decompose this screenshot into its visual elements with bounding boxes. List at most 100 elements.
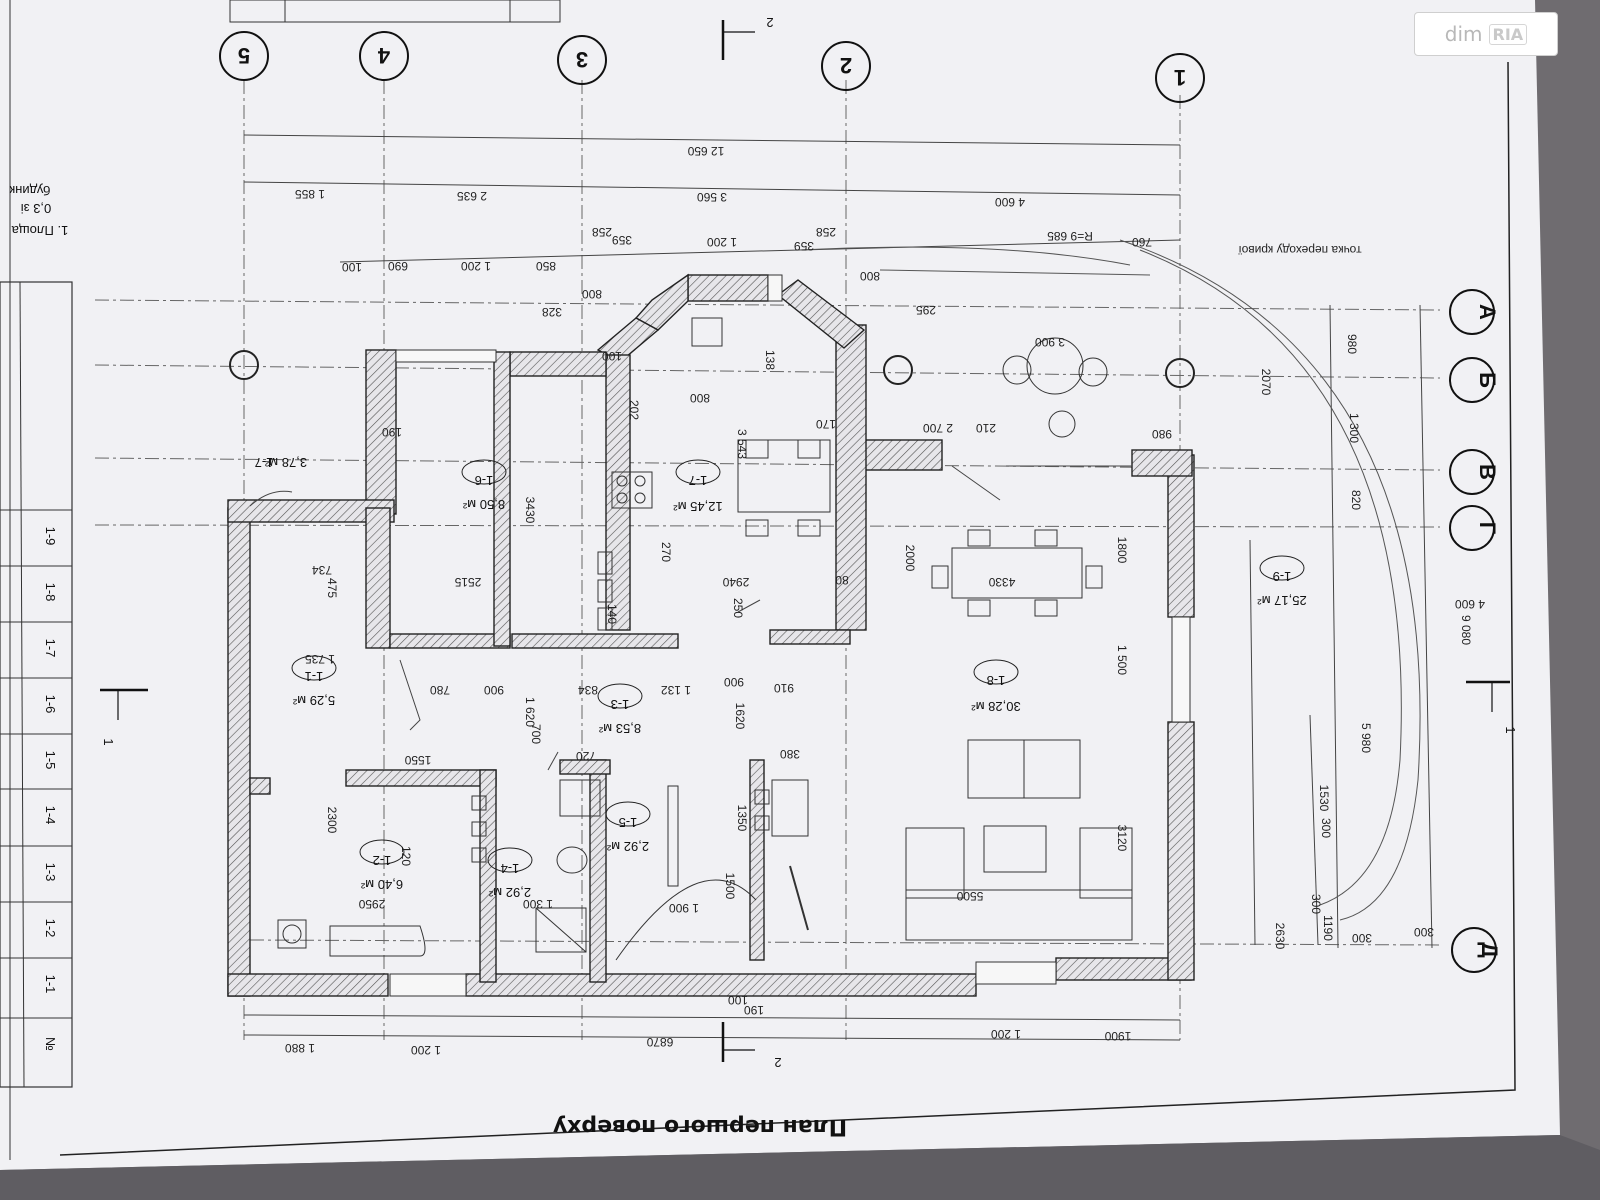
furniture	[277, 317, 1133, 961]
inner-dimension: 210	[976, 421, 996, 435]
room-number: 1-5	[619, 815, 638, 830]
axis-bubble-number	[821, 41, 871, 91]
top-dimension: 328	[542, 305, 562, 319]
section-mark-label: 2	[774, 1055, 781, 1070]
right-dimension: 2630	[1273, 923, 1287, 950]
inner-dimension: 734	[312, 563, 332, 577]
plan-title: План першого поверху	[553, 1114, 847, 1139]
section-mark-label: 1	[1503, 726, 1518, 733]
right-dimension: 300	[1414, 925, 1434, 939]
top-dimension: 1 855	[295, 187, 325, 201]
room-area: 8,50 м²	[462, 497, 505, 512]
axis-bubble-number	[219, 31, 269, 81]
top-dimension: 100	[342, 260, 362, 274]
right-dimension: 1 300	[1347, 413, 1361, 443]
right-dimension: 1190	[1321, 915, 1335, 941]
axis-bubble-letter	[1449, 357, 1495, 403]
bottom-dimension: 1 880	[285, 1041, 315, 1055]
axis-bubble-letter	[1449, 505, 1495, 551]
inner-dimension: 1 900	[669, 901, 699, 915]
right-dimension: 980	[1345, 334, 1359, 354]
inner-dimension: 1 735	[305, 652, 335, 666]
axis-letter-label: А	[1475, 304, 1500, 320]
axis-bubble-number	[557, 35, 607, 85]
room-tag	[973, 659, 1019, 685]
inner-dimension: 2940	[722, 575, 749, 589]
inner-dimension: 250	[731, 598, 745, 618]
bottom-dimension: 6870	[646, 1035, 673, 1049]
left-note-line: 1. Площа	[11, 223, 68, 238]
inner-dimension: 800	[690, 391, 710, 405]
inner-dimension: 170	[816, 417, 836, 431]
table-surface	[0, 1135, 1600, 1200]
table-row-id: 1-1	[43, 975, 58, 994]
right-dimension: 300	[1319, 818, 1333, 838]
room-area: 2,92 м²	[488, 885, 531, 900]
inner-dimension: 2000	[903, 545, 917, 572]
top-dimension: 690	[388, 259, 408, 273]
room-number: 1-8	[987, 673, 1006, 688]
section-mark-label: 1	[101, 738, 116, 745]
table-row-id: 1-4	[43, 806, 58, 825]
axis-letter-label: Б	[1475, 372, 1500, 388]
inner-dimension: 140	[605, 604, 619, 624]
axis-number-label: 1	[1174, 65, 1186, 90]
inner-dimension: 1800	[1115, 537, 1129, 564]
axis-number-label: 4	[377, 43, 390, 68]
watermark-badge: RIA	[1488, 23, 1528, 45]
axis-letter-label: В	[1475, 464, 1500, 480]
room-tag	[359, 839, 405, 865]
walls	[227, 273, 1195, 997]
inner-dimension: 780	[430, 683, 450, 697]
inner-dimension: 475	[325, 578, 339, 598]
room-tag	[1259, 555, 1305, 581]
room-tag	[461, 459, 507, 485]
bottom-dimension: 1 200	[411, 1043, 441, 1057]
room-tag	[597, 683, 643, 709]
axis-bubble-letter	[1449, 449, 1495, 495]
inner-dimension: 2515	[454, 575, 481, 589]
room-area: 5,29 м²	[292, 693, 335, 708]
inner-dimension: 980	[1152, 427, 1172, 441]
curve-transition-note: точка переходу кривої	[1238, 243, 1362, 257]
inner-dimension: 4330	[988, 575, 1015, 589]
top-dimension: 258	[816, 225, 836, 239]
axis-bubble-letter	[1451, 927, 1497, 973]
axis-letter-label: Г	[1475, 522, 1500, 535]
top-dimension: 800	[860, 269, 880, 283]
room-number: 1-6	[475, 473, 494, 488]
inner-dimension: 1350	[735, 805, 749, 832]
top-dimension: 258	[592, 225, 612, 239]
left-note-line: будинк	[9, 183, 50, 198]
inner-dimension: 1500	[723, 873, 737, 900]
right-dimension: 300	[1309, 894, 1323, 914]
area-table: №1-11-21-31-41-51-61-71-81-9	[0, 281, 73, 1088]
axis-bubble-number	[1155, 53, 1205, 103]
bottom-dimension: 190	[744, 1003, 764, 1017]
top-dimension: 760	[1132, 235, 1152, 249]
room-number: 1-2	[373, 853, 392, 868]
plan-text-layer: План першого поверху точка переходу криво…	[255, 144, 1485, 1139]
axis-number-label: 5	[238, 43, 250, 68]
bottom-dimension: 100	[728, 993, 748, 1007]
right-dimension: 5 980	[1359, 723, 1373, 753]
inner-dimension: 120	[399, 846, 413, 866]
left-note-line: 0,3 зі	[21, 201, 52, 216]
windows	[389, 274, 1191, 997]
top-dimension: 1 200	[707, 235, 737, 249]
room-number: 1-3	[611, 697, 630, 712]
inner-dimension: 2 700	[923, 421, 953, 435]
table-row-id: 1-9	[43, 527, 58, 546]
right-dimension: 9 080	[1459, 615, 1473, 645]
inner-dimension: 700	[529, 724, 543, 744]
room-number: 1-7	[689, 473, 708, 488]
dimria-watermark: dim RIA	[1414, 12, 1558, 56]
inner-dimension: 900	[484, 683, 504, 697]
right-dimension: 1530	[1317, 785, 1331, 812]
room-area: 12,45 м²	[673, 499, 723, 514]
top-dimension: 12 650	[687, 144, 724, 158]
room-area: 8,53 м²	[598, 721, 641, 736]
axis-letter-label: Д	[1477, 942, 1502, 958]
room-tag	[487, 847, 533, 873]
